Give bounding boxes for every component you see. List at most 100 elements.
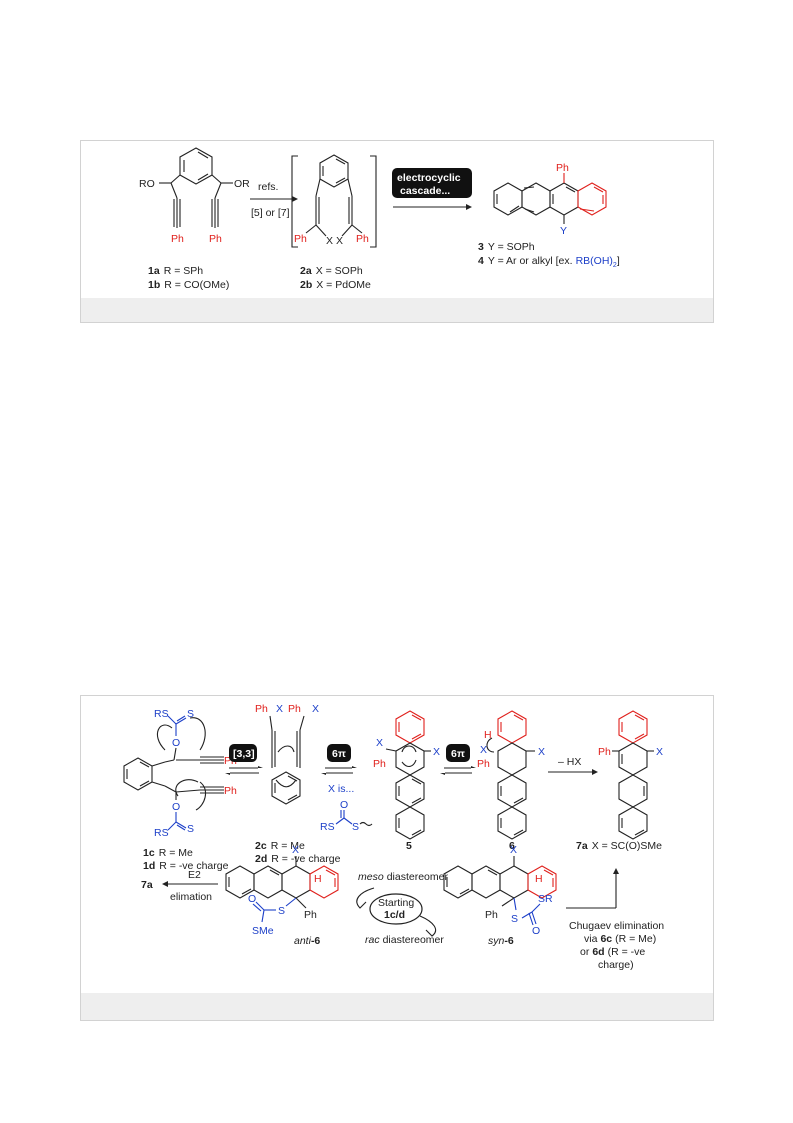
e2-label: E2	[188, 869, 201, 881]
x-is-label: X is...	[328, 783, 354, 795]
scheme-2-caption-bar	[81, 993, 713, 1020]
anti-ph: Ph	[304, 909, 317, 921]
badge-6pi-2: 6π	[451, 748, 465, 760]
compound-1c-1d: RS S O Ph Ph O RS S	[123, 708, 237, 839]
c7-ph: Ph	[598, 746, 611, 758]
syn-label-num: -6	[504, 935, 513, 947]
rs-top: RS	[154, 708, 169, 720]
anti-sme: SMe	[252, 925, 274, 937]
product-3-4: Ph Y	[493, 162, 607, 237]
anti-label-num: -6	[311, 935, 320, 947]
xis-rs: RS	[320, 821, 335, 833]
label-3-text: Y = SOPh	[488, 241, 535, 253]
c5-x2: X	[433, 746, 440, 758]
label-1c: 1c R = Me	[143, 847, 193, 859]
arrow-refs: refs. [5] or [7]	[250, 181, 298, 219]
arrow-minus-hx: – HX	[548, 756, 598, 775]
prod-y: Y	[560, 225, 567, 237]
syn-h: H	[535, 873, 543, 885]
s-top: S	[187, 708, 194, 720]
meso-italic: meso	[358, 871, 384, 883]
label-6: 6	[509, 840, 515, 852]
xis-o: O	[340, 799, 348, 811]
label-1c-text: R = Me	[159, 847, 193, 859]
label-1d-num: 1d	[143, 860, 155, 872]
start-ph-right: Ph	[209, 233, 222, 245]
intermediate-2: Ph X X Ph	[291, 154, 377, 248]
label-7a-left: 7a	[141, 879, 153, 891]
start-or-right: OR	[234, 178, 250, 190]
label-2a-num: 2a	[300, 265, 312, 277]
chugaev-line-4: charge)	[598, 959, 634, 971]
scheme-1-caption-bar	[81, 298, 713, 322]
compound-2c-2d: Ph X Ph X	[255, 703, 319, 805]
syn-sr: SR	[538, 893, 553, 905]
label-3-num: 3	[478, 241, 484, 253]
label-4-text: Y = Ar or alkyl [ex.	[488, 255, 573, 267]
chugaev-or: or	[580, 946, 590, 958]
label-1d-text: R = -ve charge	[159, 860, 228, 872]
c5-ph: Ph	[373, 758, 386, 770]
starting-label: Starting	[378, 897, 414, 909]
c6-x2: X	[538, 746, 545, 758]
start-material-1: RO OR Ph Ph	[139, 147, 250, 245]
anti-x: X	[292, 844, 299, 856]
chugaev-line-1: Chugaev elimination	[569, 920, 664, 932]
int-ph1: Ph	[255, 703, 268, 715]
label-3: 3 Y = SOPh	[478, 241, 535, 253]
label-2c-text: R = Me	[271, 840, 305, 852]
label-1a-text: R = SPh	[164, 265, 204, 277]
anti-s: S	[278, 905, 285, 917]
rac-italic: rac	[365, 934, 380, 946]
electrocyclization-1: 6π X is... O RS S	[320, 744, 373, 833]
chugaev-r-ve: (R = -ve	[608, 946, 646, 958]
label-1c-num: 1c	[143, 847, 155, 859]
badge-6pi-1: 6π	[332, 748, 346, 760]
inter-ph-right: Ph	[356, 233, 369, 245]
label-1b-num: 1b	[148, 279, 160, 291]
compound-6: H X Ph X	[477, 710, 545, 840]
elimation-label: elimation	[170, 891, 212, 903]
chugaev-r-me: (R = Me)	[615, 933, 656, 945]
label-1a-num: 1a	[148, 265, 160, 277]
arrow-refs-label: refs.	[258, 181, 278, 193]
badge-33: [3,3]	[233, 748, 255, 760]
scheme-2-panel	[80, 695, 714, 1021]
inter-x-right: X	[336, 235, 343, 247]
arrow-refs-citation: [5] or [7]	[251, 207, 290, 219]
badge-line-1: electrocyclic	[397, 172, 461, 184]
minus-hx-label: – HX	[558, 756, 581, 768]
int-ph2: Ph	[288, 703, 301, 715]
prod-ph: Ph	[556, 162, 569, 174]
int-x2: X	[312, 703, 319, 715]
syn-ph: Ph	[485, 909, 498, 921]
syn-label-pre: syn	[488, 935, 505, 947]
chugaev-6c: 6c	[600, 933, 612, 945]
o-bottom: O	[172, 801, 180, 813]
syn-x: X	[510, 844, 517, 856]
c6-h: H	[484, 729, 492, 741]
anti-6-label: anti-6	[294, 935, 320, 947]
compound-7a: Ph X	[598, 710, 663, 840]
rs-bottom: RS	[154, 827, 169, 839]
o-top: O	[172, 737, 180, 749]
s-bottom: S	[187, 823, 194, 835]
label-4-sub: 2	[613, 262, 617, 269]
sigmatropic-step: [3,3]	[225, 744, 263, 775]
syn-s: S	[511, 913, 518, 925]
compound-anti-6: X H Ph S O SMe anti-6	[225, 844, 339, 947]
label-2a: 2a X = SOPh	[300, 265, 363, 277]
label-2a-text: X = SOPh	[316, 265, 363, 277]
xis-s: S	[352, 821, 359, 833]
